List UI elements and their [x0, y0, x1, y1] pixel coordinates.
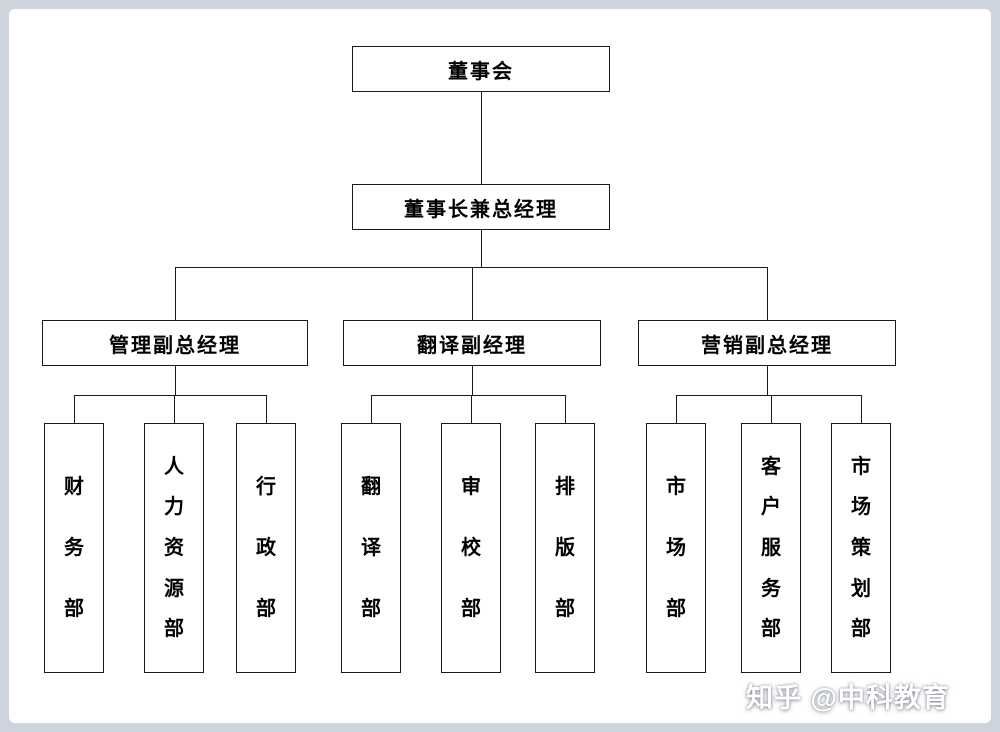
connector-line	[771, 395, 772, 423]
node-chairman-general-manager: 董事长兼总经理	[352, 184, 610, 230]
connector-line	[861, 395, 862, 423]
connector-line	[175, 267, 176, 320]
connector-line	[371, 395, 566, 396]
connector-line	[676, 395, 677, 423]
node-dept-human-resources: 人力资源部	[144, 423, 204, 673]
connector-line	[481, 92, 482, 184]
node-management-vice-gm: 管理副总经理	[42, 320, 308, 366]
connector-line	[266, 395, 267, 423]
connector-line	[174, 395, 175, 423]
node-dept-market-planning: 市场策划部	[831, 423, 891, 673]
connector-line	[472, 366, 473, 395]
connector-line	[74, 395, 75, 423]
node-dept-proofreading: 审校部	[441, 423, 501, 673]
connector-line	[767, 366, 768, 395]
node-board-of-directors: 董事会	[352, 46, 610, 92]
connector-line	[565, 395, 566, 423]
node-dept-market: 市场部	[646, 423, 706, 673]
connector-line	[472, 267, 473, 320]
node-dept-typesetting: 排版部	[535, 423, 595, 673]
connector-line	[767, 267, 768, 320]
node-marketing-vice-gm: 营销副总经理	[638, 320, 896, 366]
node-dept-customer-service: 客户服务部	[741, 423, 801, 673]
connector-line	[676, 395, 862, 396]
node-dept-translation: 翻译部	[341, 423, 401, 673]
node-dept-finance: 财务部	[44, 423, 104, 673]
node-translation-deputy-manager: 翻译副经理	[343, 320, 601, 366]
connector-line	[175, 366, 176, 395]
node-dept-administration: 行政部	[236, 423, 296, 673]
connector-line	[471, 395, 472, 423]
connector-line	[175, 267, 768, 268]
connector-line	[74, 395, 267, 396]
connector-line	[371, 395, 372, 423]
zhihu-watermark: 知乎 @中科教育	[746, 683, 950, 713]
connector-line	[481, 230, 482, 267]
